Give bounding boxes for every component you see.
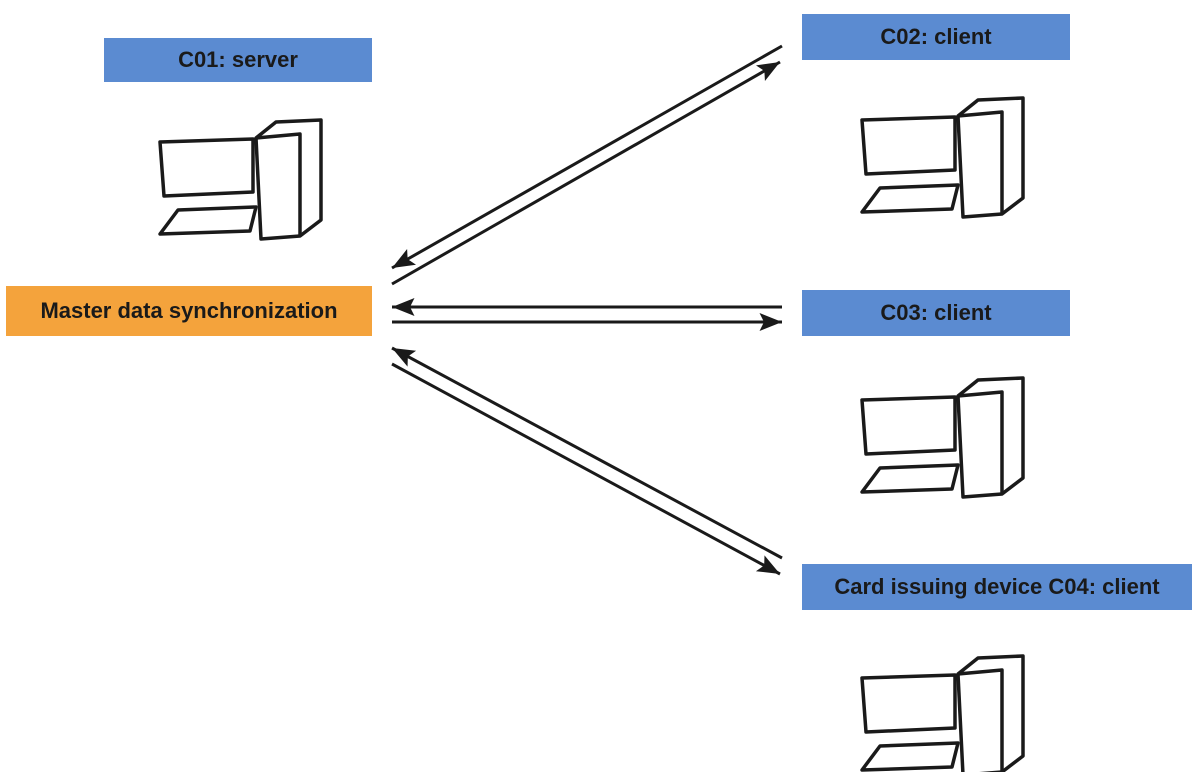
arrow-c04-to-sync (391, 346, 783, 560)
desktop-computer-icon (860, 376, 1025, 499)
c02-client-label: C02: client (802, 14, 1070, 60)
master-data-sync-label: Master data synchronization (6, 286, 372, 336)
c04-card-issuing-client-label: Card issuing device C04: client (802, 564, 1192, 610)
desktop-computer-icon (860, 96, 1025, 219)
desktop-computer-icon (158, 118, 323, 241)
desktop-computer-icon (860, 654, 1025, 772)
c01-server-label: C01: server (104, 38, 372, 82)
arrow-sync-to-c02 (391, 60, 781, 286)
arrow-c02-to-sync (391, 44, 783, 270)
c03-client-label: C03: client (802, 290, 1070, 336)
arrow-sync-to-c04 (391, 362, 781, 576)
